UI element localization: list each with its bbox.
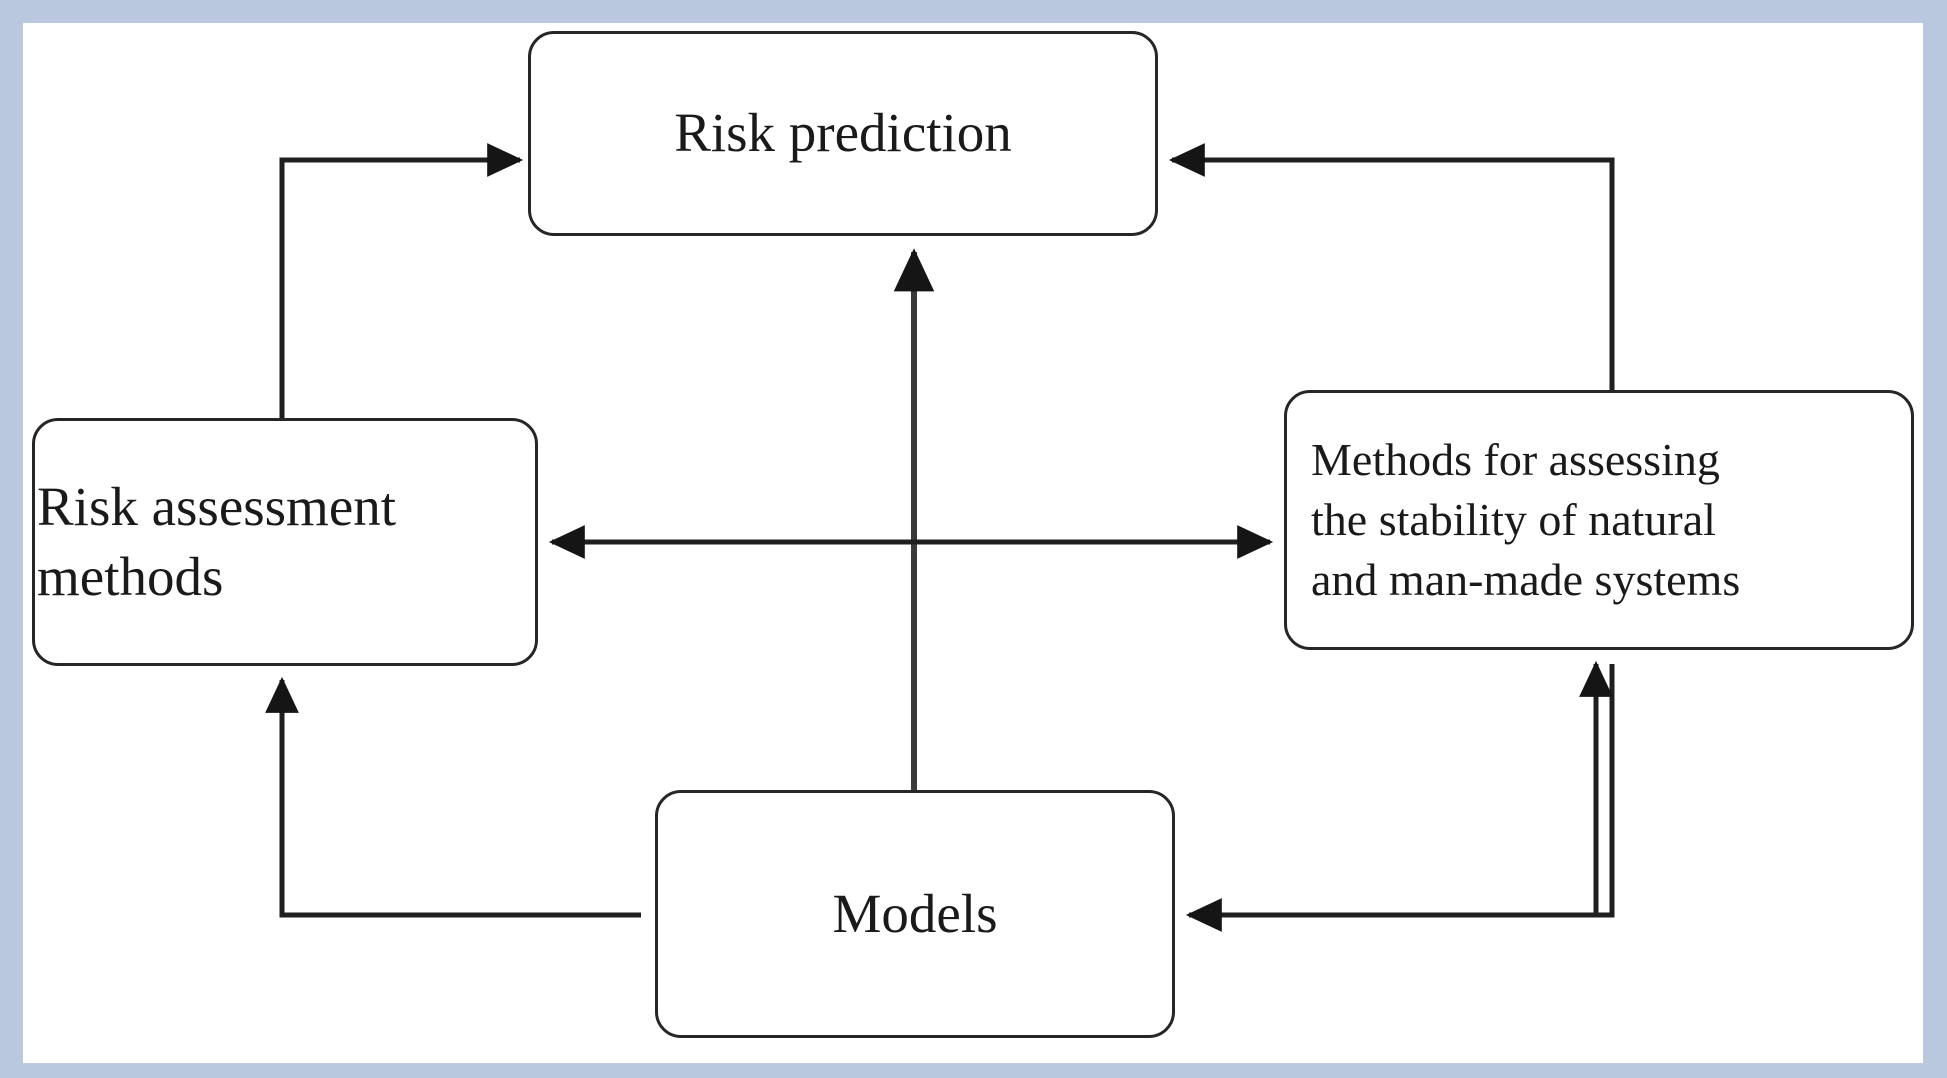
page-right-gutter [1924, 0, 1947, 1078]
node-risk-assessment-methods-label: Risk assessment methods [37, 475, 397, 607]
node-models[interactable]: Models [655, 790, 1175, 1038]
node-models-label: Models [832, 882, 998, 944]
node-risk-prediction-label: Risk prediction [674, 102, 1012, 164]
edge-assessment-to-prediction [279, 143, 524, 418]
edge-stability-to-models [1185, 664, 1615, 932]
edge-stability-to-prediction [1168, 143, 1615, 390]
node-stability-assessment-methods[interactable]: Methods for assessing the stability of n… [1284, 390, 1914, 650]
node-stability-assessment-methods-label: Methods for assessing the stability of n… [1311, 434, 1741, 605]
edge-models-to-assessment [265, 676, 641, 918]
node-risk-assessment-methods[interactable]: Risk assessment methods [32, 418, 538, 666]
node-risk-prediction[interactable]: Risk prediction [528, 31, 1158, 236]
